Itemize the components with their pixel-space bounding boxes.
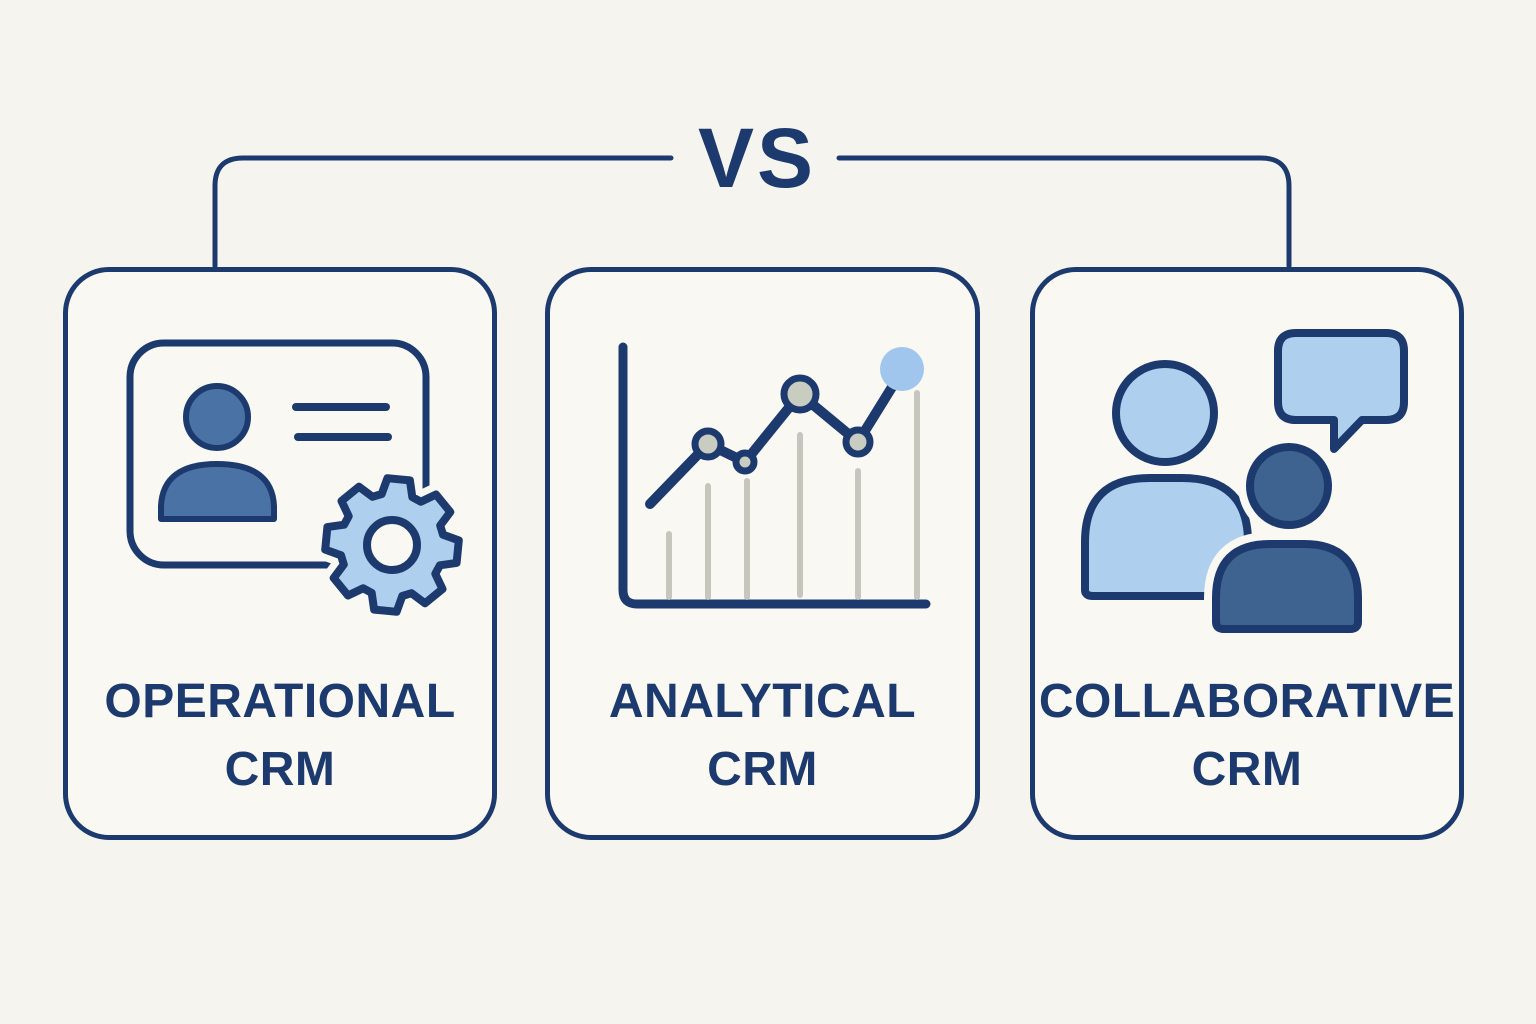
card-collaborative-crm: COLLABORATIVE CRM — [1030, 267, 1464, 840]
card-title-line1: OPERATIONAL — [104, 675, 456, 728]
card-title-line2: CRM — [707, 743, 818, 796]
card-title-operational: OPERATIONAL CRM — [68, 668, 492, 804]
card-title-collaborative: COLLABORATIVE CRM — [1035, 668, 1459, 804]
vs-label: VS — [697, 111, 817, 205]
card-analytical-crm: ANALYTICAL CRM — [545, 267, 980, 840]
card-operational-crm: OPERATIONAL CRM — [63, 267, 497, 840]
card-title-analytical: ANALYTICAL CRM — [550, 668, 975, 804]
card-title-line2: CRM — [1191, 743, 1303, 796]
connector-left — [212, 155, 674, 269]
connector-right — [836, 155, 1292, 269]
card-title-line1: COLLABORATIVE — [1038, 675, 1456, 728]
card-title-line1: ANALYTICAL — [608, 675, 917, 728]
card-title-line2: CRM — [224, 743, 336, 796]
